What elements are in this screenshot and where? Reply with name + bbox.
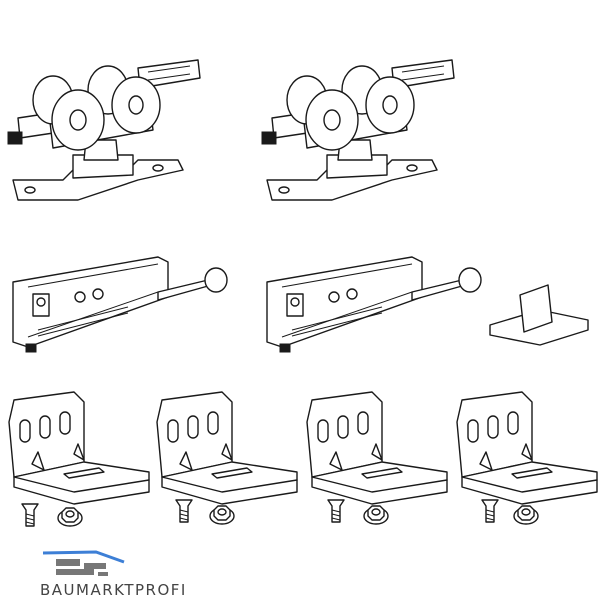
- screw-1: [21, 503, 39, 527]
- nut-2: [209, 505, 235, 525]
- nut-1: [57, 507, 83, 527]
- roller-carriage-1: [7, 59, 201, 201]
- brand-logo-text: BAUMARKTPROFI: [40, 581, 187, 599]
- angle-bracket-4: [456, 391, 598, 505]
- brand-logo-mark: [42, 550, 125, 576]
- angle-bracket-2: [156, 391, 298, 505]
- screw-2: [175, 499, 193, 523]
- angle-bracket-1: [8, 391, 150, 505]
- nut-4: [513, 505, 539, 525]
- screw-4: [481, 499, 499, 523]
- door-stopper-2: [266, 256, 482, 353]
- floor-guide: [489, 284, 589, 346]
- door-stopper-1: [12, 256, 228, 353]
- screw-3: [327, 499, 345, 523]
- nut-3: [363, 505, 389, 525]
- roller-carriage-2: [261, 59, 455, 201]
- angle-bracket-3: [306, 391, 448, 505]
